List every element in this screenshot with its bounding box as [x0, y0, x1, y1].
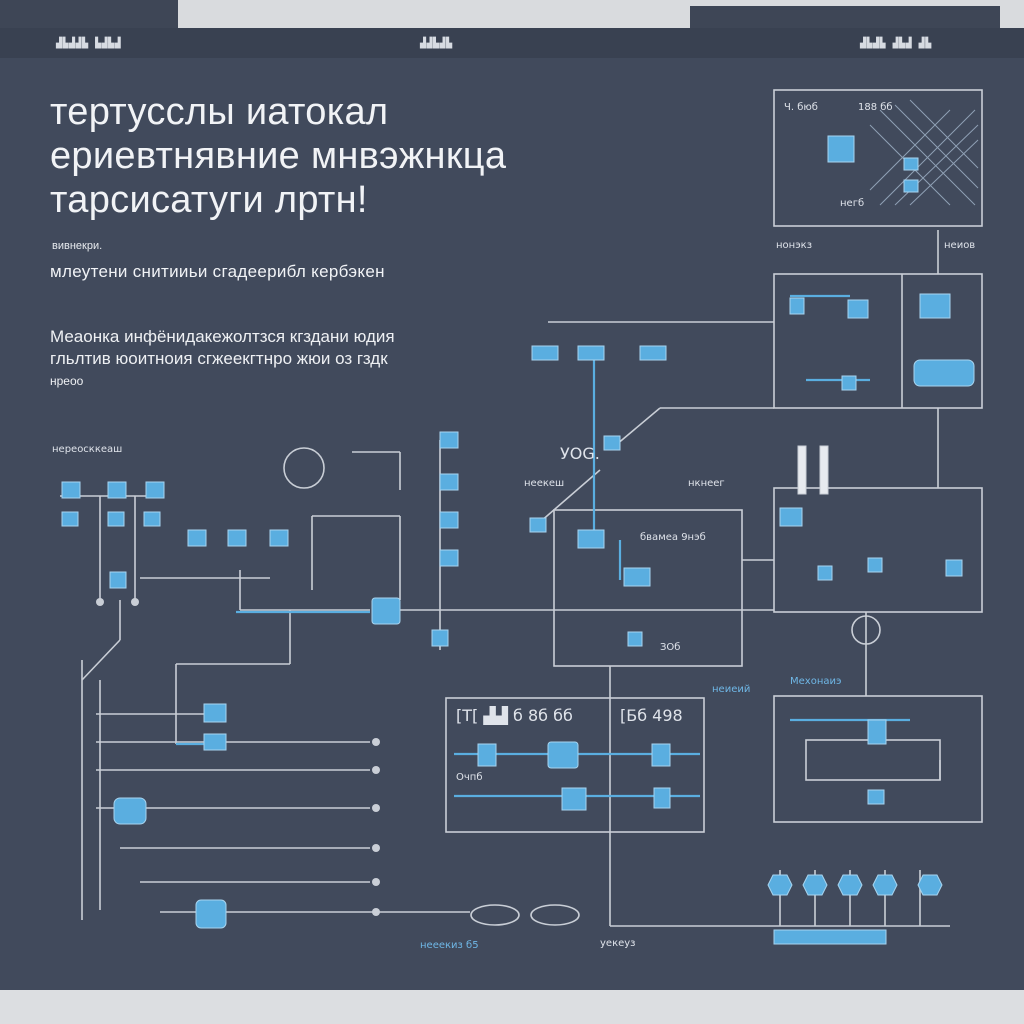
description-line-3: нреоо	[50, 374, 84, 388]
row-label-2: неиов	[944, 240, 976, 251]
control-box-title: [Т[ ▟▟ б 8б бб	[456, 706, 573, 725]
description-line-1: Меаонка инфёнидакежолтзся кгздани юдия	[50, 327, 395, 346]
title-line-3: тарсисатуги лртн!	[50, 179, 368, 221]
left-group-label: нереосккеаш	[52, 444, 123, 455]
top-right-label-a: Ч. бюб	[784, 102, 818, 113]
top-tab-left	[0, 0, 178, 32]
title-line-2: ериевтнявние мнвэжнкца	[50, 135, 507, 177]
bottom-center-label: уекеуз	[600, 938, 636, 949]
subtitle: млеутени снитииьи сгадеерибл кербэкен	[50, 262, 385, 281]
title-line-1: тертусслы иатокал	[50, 91, 389, 133]
center-box	[553, 509, 743, 667]
header-right-label: ▟▙▟▙ ▟▙▟ ▟▙	[860, 38, 932, 49]
center-box-label: бвамеа 9нэб	[640, 532, 706, 543]
small-caption: вивнекри.	[52, 240, 103, 252]
header-left-label: ▟▙▟▟▙ ▙▟▙▟	[56, 38, 122, 49]
center-box-small-label: ЗОб	[660, 642, 681, 653]
header-center-label: ▟▟▙▟▙	[420, 38, 453, 49]
right-mid-small-label: неиеий	[712, 684, 751, 695]
top-right-label-b: 188 бб	[858, 102, 893, 113]
diagram-board	[0, 28, 1024, 990]
top-tab-right	[690, 6, 1000, 32]
panel-right-middle	[773, 487, 983, 613]
bottom-strip	[0, 990, 1024, 1024]
description: Меаонка инфёнидакежолтзся кгздани юдия г…	[50, 326, 395, 392]
panel-right-upper	[773, 273, 983, 409]
top-right-label-c: негб	[840, 198, 865, 209]
component-box	[61, 481, 81, 499]
row-label-1: нонэкз	[776, 240, 813, 251]
description-line-2: гльлтив юоитноия сгжеекгтнро жюи оз гздк	[50, 349, 388, 368]
panel-right-lower	[773, 695, 983, 823]
control-box-title-right: [Бб 498	[620, 706, 683, 725]
bottom-left-label: нееекиз б5	[420, 940, 479, 951]
right-mid-label: Мехонаиэ	[790, 676, 842, 687]
panel-right-lower-inner	[805, 739, 941, 781]
vg-label: УОG.	[560, 444, 600, 463]
mid-left-label: неекеш	[524, 478, 565, 489]
header-band	[0, 28, 1024, 58]
control-box	[445, 697, 705, 833]
page-title: тертусслы иатокал ериевтнявние мнвэжнкца…	[50, 90, 506, 222]
control-box-sub: Очпб	[456, 772, 483, 783]
panel-top-right	[773, 89, 983, 227]
mid-right-label: нкнеег	[688, 478, 725, 489]
